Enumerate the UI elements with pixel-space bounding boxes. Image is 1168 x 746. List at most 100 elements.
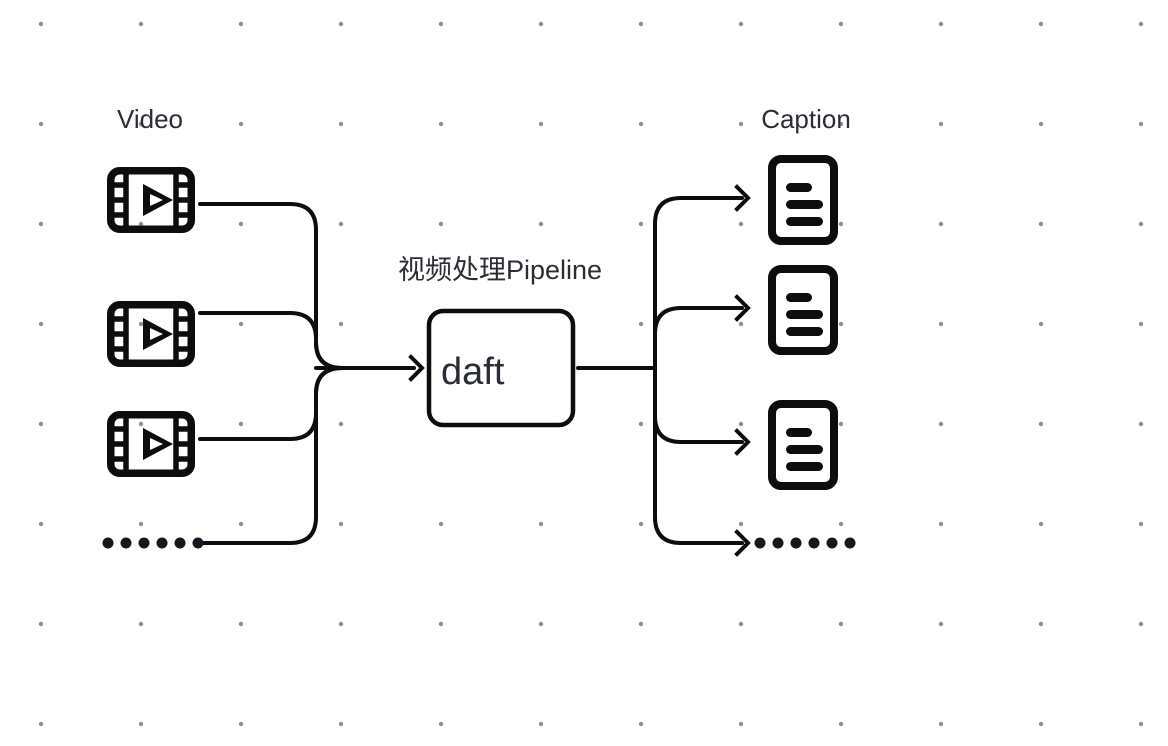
grid-dot: [38, 121, 44, 127]
grid-dot: [1138, 721, 1144, 727]
grid-dot: [938, 421, 944, 427]
grid-dot: [438, 521, 444, 527]
grid-dot: [1138, 21, 1144, 27]
grid-dot: [738, 521, 744, 527]
grid-dot: [838, 321, 844, 327]
grid-dot: [838, 21, 844, 27]
grid-dot: [238, 121, 244, 127]
output-ellipsis-dot-4: [808, 537, 820, 549]
grid-dot: [338, 521, 344, 527]
grid-dot: [938, 621, 944, 627]
document-text-line-1: [786, 200, 823, 209]
caption-document-icon-3[interactable]: [768, 400, 838, 490]
grid-dot: [738, 721, 744, 727]
daft-node-label: daft: [441, 351, 505, 393]
daft-node-box[interactable]: [426, 308, 576, 428]
caption-output-group: [768, 155, 838, 490]
grid-dot: [438, 21, 444, 27]
grid-dot: [638, 721, 644, 727]
grid-dot: [338, 621, 344, 627]
grid-dot: [538, 121, 544, 127]
play-triangle-inner: [150, 328, 163, 340]
flow-edge-0: [198, 202, 344, 370]
grid-dot: [1038, 121, 1044, 127]
video-column-label: Video: [117, 104, 183, 134]
grid-dot: [38, 621, 44, 627]
grid-dot: [638, 21, 644, 27]
play-triangle-inner: [150, 194, 163, 206]
output-ellipsis-dot-2: [772, 537, 784, 549]
arrowheads: [408, 184, 751, 557]
caption-column-label: Caption: [761, 104, 851, 134]
grid-dot: [138, 621, 144, 627]
input-ellipsis-dot-4: [156, 537, 168, 549]
grid-dot: [938, 521, 944, 527]
grid-dot: [1138, 621, 1144, 627]
input-ellipsis-dot-2: [120, 537, 132, 549]
grid-dot: [138, 521, 144, 527]
grid-dot: [838, 121, 844, 127]
grid-dot: [438, 621, 444, 627]
grid-dot: [638, 221, 644, 227]
grid-dot: [938, 321, 944, 327]
grid-dot: [38, 721, 44, 727]
flow-edge-1: [198, 311, 344, 370]
document-text-line-2: [786, 217, 823, 226]
document-text-line-0: [786, 293, 812, 302]
grid-dot: [338, 421, 344, 427]
grid-dot: [738, 421, 744, 427]
grid-dot: [538, 521, 544, 527]
caption-document-icon-1[interactable]: [768, 155, 838, 245]
grid-dot: [1138, 221, 1144, 227]
output-ellipsis-dot-5: [826, 537, 838, 549]
grid-dot: [838, 621, 844, 627]
document-text-line-2: [786, 327, 823, 336]
background-dot-grid: [38, 21, 1144, 727]
document-frame: [768, 265, 838, 355]
grid-dot: [138, 321, 144, 327]
grid-dot: [238, 421, 244, 427]
grid-dot: [938, 121, 944, 127]
grid-dot: [1038, 421, 1044, 427]
grid-dot: [1038, 221, 1044, 227]
grid-dot: [38, 421, 44, 427]
input-ellipsis-dot-1: [102, 537, 114, 549]
video-film-icon-3[interactable]: [107, 411, 195, 477]
grid-dot: [338, 321, 344, 327]
grid-dot: [38, 221, 44, 227]
input-ellipsis-dot-6: [192, 537, 204, 549]
output-ellipsis-dot-6: [844, 537, 856, 549]
grid-dot: [838, 221, 844, 227]
pipeline-node[interactable]: daft: [426, 308, 576, 428]
grid-dot: [238, 321, 244, 327]
grid-dot: [738, 21, 744, 27]
grid-dot: [638, 321, 644, 327]
grid-dot: [638, 121, 644, 127]
grid-dot: [538, 221, 544, 227]
pipeline-title-label: 视频处理Pipeline: [398, 255, 602, 285]
grid-dot: [538, 621, 544, 627]
flow-edge-6: [653, 196, 744, 370]
grid-dot: [638, 521, 644, 527]
connector-edges: [198, 196, 744, 545]
grid-dot: [1038, 721, 1044, 727]
arrow-into-node: [408, 354, 425, 382]
video-film-icon-1[interactable]: [107, 167, 195, 233]
grid-dot: [738, 321, 744, 327]
grid-dot: [1038, 621, 1044, 627]
grid-dot: [338, 121, 344, 127]
caption-document-icon-2[interactable]: [768, 265, 838, 355]
grid-dot: [638, 421, 644, 427]
document-frame: [768, 155, 838, 245]
flow-edge-7: [653, 306, 744, 370]
grid-dot: [1138, 321, 1144, 327]
grid-dot: [1138, 421, 1144, 427]
video-input-group: [107, 167, 195, 477]
document-text-line-1: [786, 445, 823, 454]
grid-dot: [838, 721, 844, 727]
grid-dot: [338, 21, 344, 27]
input-ellipsis-dot-5: [174, 537, 186, 549]
arrow-to-caption-2: [734, 294, 751, 322]
video-film-icon-2[interactable]: [107, 301, 195, 367]
